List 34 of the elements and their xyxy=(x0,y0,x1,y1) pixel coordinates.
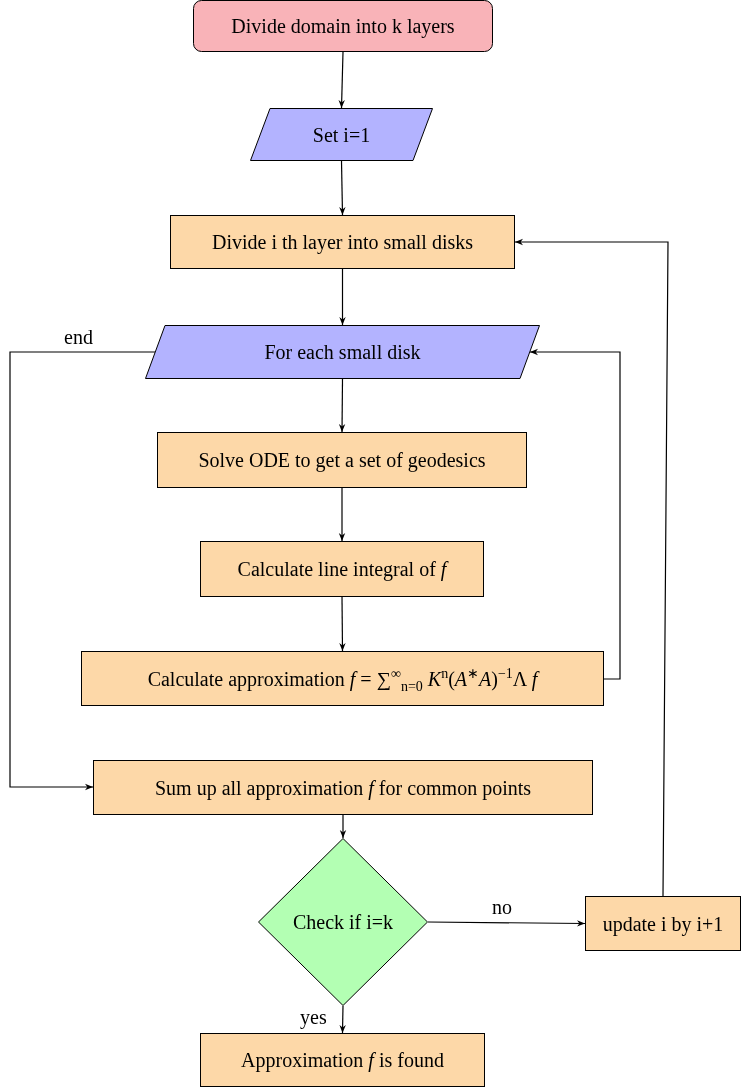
process-box xyxy=(200,1033,485,1087)
input-output-parallelogram xyxy=(250,108,433,161)
arrow xyxy=(339,1005,346,1034)
node-text: Calculate approximation f = ∑$^{∞}$$_{n=0}$ K$^{n}$(A$^{∗}$A)$^{−1}$Λ f xyxy=(147,666,538,691)
start-box xyxy=(193,0,493,52)
node-text: Divide domain into k layers xyxy=(231,14,455,38)
arrow xyxy=(514,238,669,897)
arrow xyxy=(427,920,586,927)
process-box xyxy=(200,541,484,597)
arrow xyxy=(339,596,346,652)
node-text: Solve ODE to get a set of geodesics xyxy=(198,448,486,472)
node-text: update i by i+1 xyxy=(602,911,724,936)
arrow xyxy=(339,268,346,326)
arrow xyxy=(9,351,156,791)
node-text: Calculate line integral of f xyxy=(237,557,447,581)
arrow xyxy=(339,160,346,216)
node-text: Approximation f is found xyxy=(241,1048,444,1072)
process-box xyxy=(81,651,604,706)
arrow xyxy=(338,378,346,433)
arrow xyxy=(339,814,347,839)
arrow xyxy=(529,348,621,680)
input-output-parallelogram xyxy=(145,325,540,379)
node-text: Set i=1 xyxy=(312,122,371,147)
process-box xyxy=(93,760,593,815)
arrow xyxy=(338,487,346,542)
process-box xyxy=(157,432,527,488)
process-box xyxy=(170,215,515,269)
node-text: Sum up all approximation f for common points xyxy=(154,775,532,800)
process-box xyxy=(585,896,741,951)
node-text: Divide i th layer into small disks xyxy=(211,230,474,254)
decision-diamond xyxy=(258,838,428,1006)
arrow xyxy=(338,51,345,109)
node-text: For each small disk xyxy=(264,340,421,364)
node-text: Check if i=k xyxy=(292,910,394,934)
